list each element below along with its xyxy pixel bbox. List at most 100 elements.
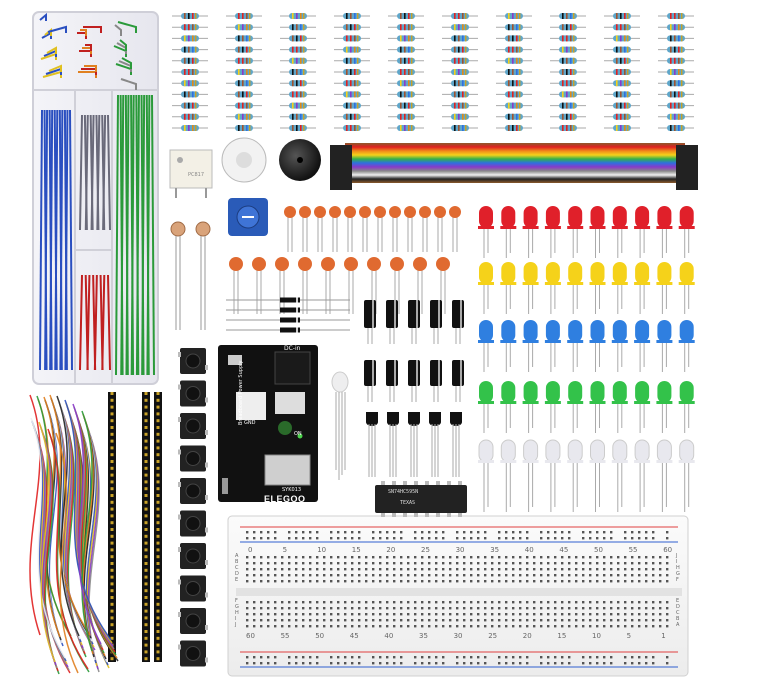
resistor: [280, 80, 316, 87]
resistor: [388, 35, 424, 42]
led: [656, 206, 673, 258]
resistor: [334, 35, 370, 42]
potentiometer: [228, 198, 268, 236]
resistor: [550, 102, 586, 109]
resistor: [334, 91, 370, 98]
power-model-label: SYK013: [282, 487, 302, 493]
resistor: [280, 113, 316, 120]
resistor: [550, 113, 586, 120]
breadboard-column-number: 25: [421, 546, 430, 554]
pushbuttons: [178, 348, 208, 667]
resistor: [172, 46, 208, 53]
breadboard-column-number: 35: [419, 632, 428, 640]
breadboard-row-letter: B: [235, 559, 239, 565]
led: [656, 262, 673, 314]
active-buzzer: [221, 137, 267, 183]
led: [500, 381, 517, 433]
resistor: [334, 125, 370, 131]
led: [478, 439, 494, 512]
led: [522, 439, 539, 512]
resistor: [280, 102, 316, 109]
breadboard-column-number: 10: [592, 632, 601, 640]
breadboard-column-number: 60: [246, 632, 255, 640]
resistor: [550, 35, 586, 42]
breadboard-column-number: 50: [315, 632, 325, 640]
resistor: [496, 125, 532, 131]
resistor: [496, 113, 532, 120]
breadboard-row-letter: D: [676, 604, 680, 610]
led: [611, 439, 628, 512]
resistor: [604, 35, 640, 42]
resistor: [496, 13, 532, 19]
resistor: [496, 46, 532, 53]
resistor: [172, 102, 208, 109]
breadboard-row-letter: F: [235, 598, 238, 604]
resistor: [550, 80, 586, 87]
resistor: [658, 13, 694, 19]
led: [678, 381, 695, 433]
resistor: [226, 46, 262, 53]
led: [634, 320, 651, 372]
resistor: [496, 69, 532, 75]
resistor: [658, 46, 694, 53]
breadboard-row-letter: H: [235, 610, 239, 616]
led: [478, 320, 494, 372]
led: [611, 320, 628, 372]
breadboard-row-letter: G: [676, 571, 680, 577]
resistor: [442, 24, 478, 31]
breadboard-row-letter: D: [235, 571, 239, 577]
breadboard-row-letter: H: [676, 565, 680, 571]
electrolytic-capacitors: [364, 300, 464, 402]
resistor: [550, 57, 586, 64]
breadboard-row-letter: F: [676, 577, 679, 583]
resistor: [172, 69, 208, 75]
resistor: [496, 35, 532, 42]
resistor: [442, 102, 478, 109]
resistor: [442, 46, 478, 53]
resistor: [280, 69, 316, 75]
led-grid: [478, 206, 695, 512]
led: [567, 439, 584, 512]
resistor: [172, 91, 208, 98]
resistor: [496, 24, 532, 31]
led: [500, 262, 517, 314]
resistor: [658, 35, 694, 42]
led: [500, 206, 517, 258]
led: [656, 381, 673, 433]
resistor: [658, 113, 694, 120]
gray-jumper-wires: [79, 114, 111, 231]
resistor: [388, 91, 424, 98]
breadboard-column-number: 1: [661, 632, 666, 640]
breadboard-column-number: 55: [280, 632, 290, 640]
passive-buzzer: [279, 139, 321, 181]
resistor: [442, 57, 478, 64]
breadboard-column-number: 10: [317, 546, 327, 554]
resistor: [334, 113, 370, 120]
led: [611, 206, 628, 258]
led: [567, 262, 584, 314]
led: [678, 262, 695, 314]
breadboard-column-number: 55: [628, 546, 638, 554]
photoresistors: [170, 221, 211, 330]
resistor: [658, 102, 694, 109]
resistor: [226, 69, 262, 75]
led: [678, 439, 695, 512]
resistor: [550, 125, 586, 131]
resistor: [604, 46, 640, 53]
resistor: [388, 102, 424, 109]
rgb-led: [331, 371, 349, 480]
breadboard-row-letter: J: [676, 553, 678, 559]
ic-chip-maker: TEXAS: [400, 500, 416, 506]
resistor: [604, 80, 640, 87]
resistor: [172, 125, 208, 131]
power-board-text: Breadboard Power Supply: [238, 360, 244, 425]
resistor: [550, 13, 586, 19]
led: [589, 439, 606, 512]
resistor: [496, 57, 532, 64]
breadboard: [227, 515, 689, 677]
led: [634, 381, 651, 433]
led: [522, 320, 539, 372]
resistor: [442, 113, 478, 120]
resistor: [280, 91, 316, 98]
transistors: [366, 412, 462, 477]
